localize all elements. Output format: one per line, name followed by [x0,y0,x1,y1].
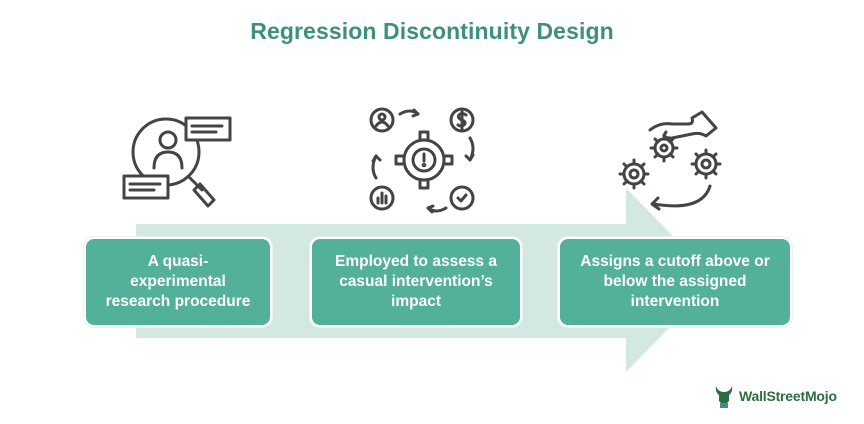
step-3-box: Assigns a cutoff above or below the assi… [558,237,792,327]
person-search-icon [122,116,232,208]
step-2-box: Employed to assess a casual intervention… [310,237,522,327]
step-2-text: Employed to assess a casual intervention… [335,253,497,310]
step-1-box: A quasi-experimental research procedure [84,237,272,327]
hand-gears-icon [618,110,722,211]
gear-cycle-icon [369,107,475,214]
page-title: Regression Discontinuity Design [250,18,614,44]
bull-logo-icon [715,386,733,408]
brand-logo: WallStreetMojo [713,383,837,409]
step-3-text: Assigns a cutoff above or below the assi… [580,253,770,310]
brand-name: WallStreetMojo [739,388,837,404]
step-1-text: A quasi-experimental research procedure [105,253,251,310]
